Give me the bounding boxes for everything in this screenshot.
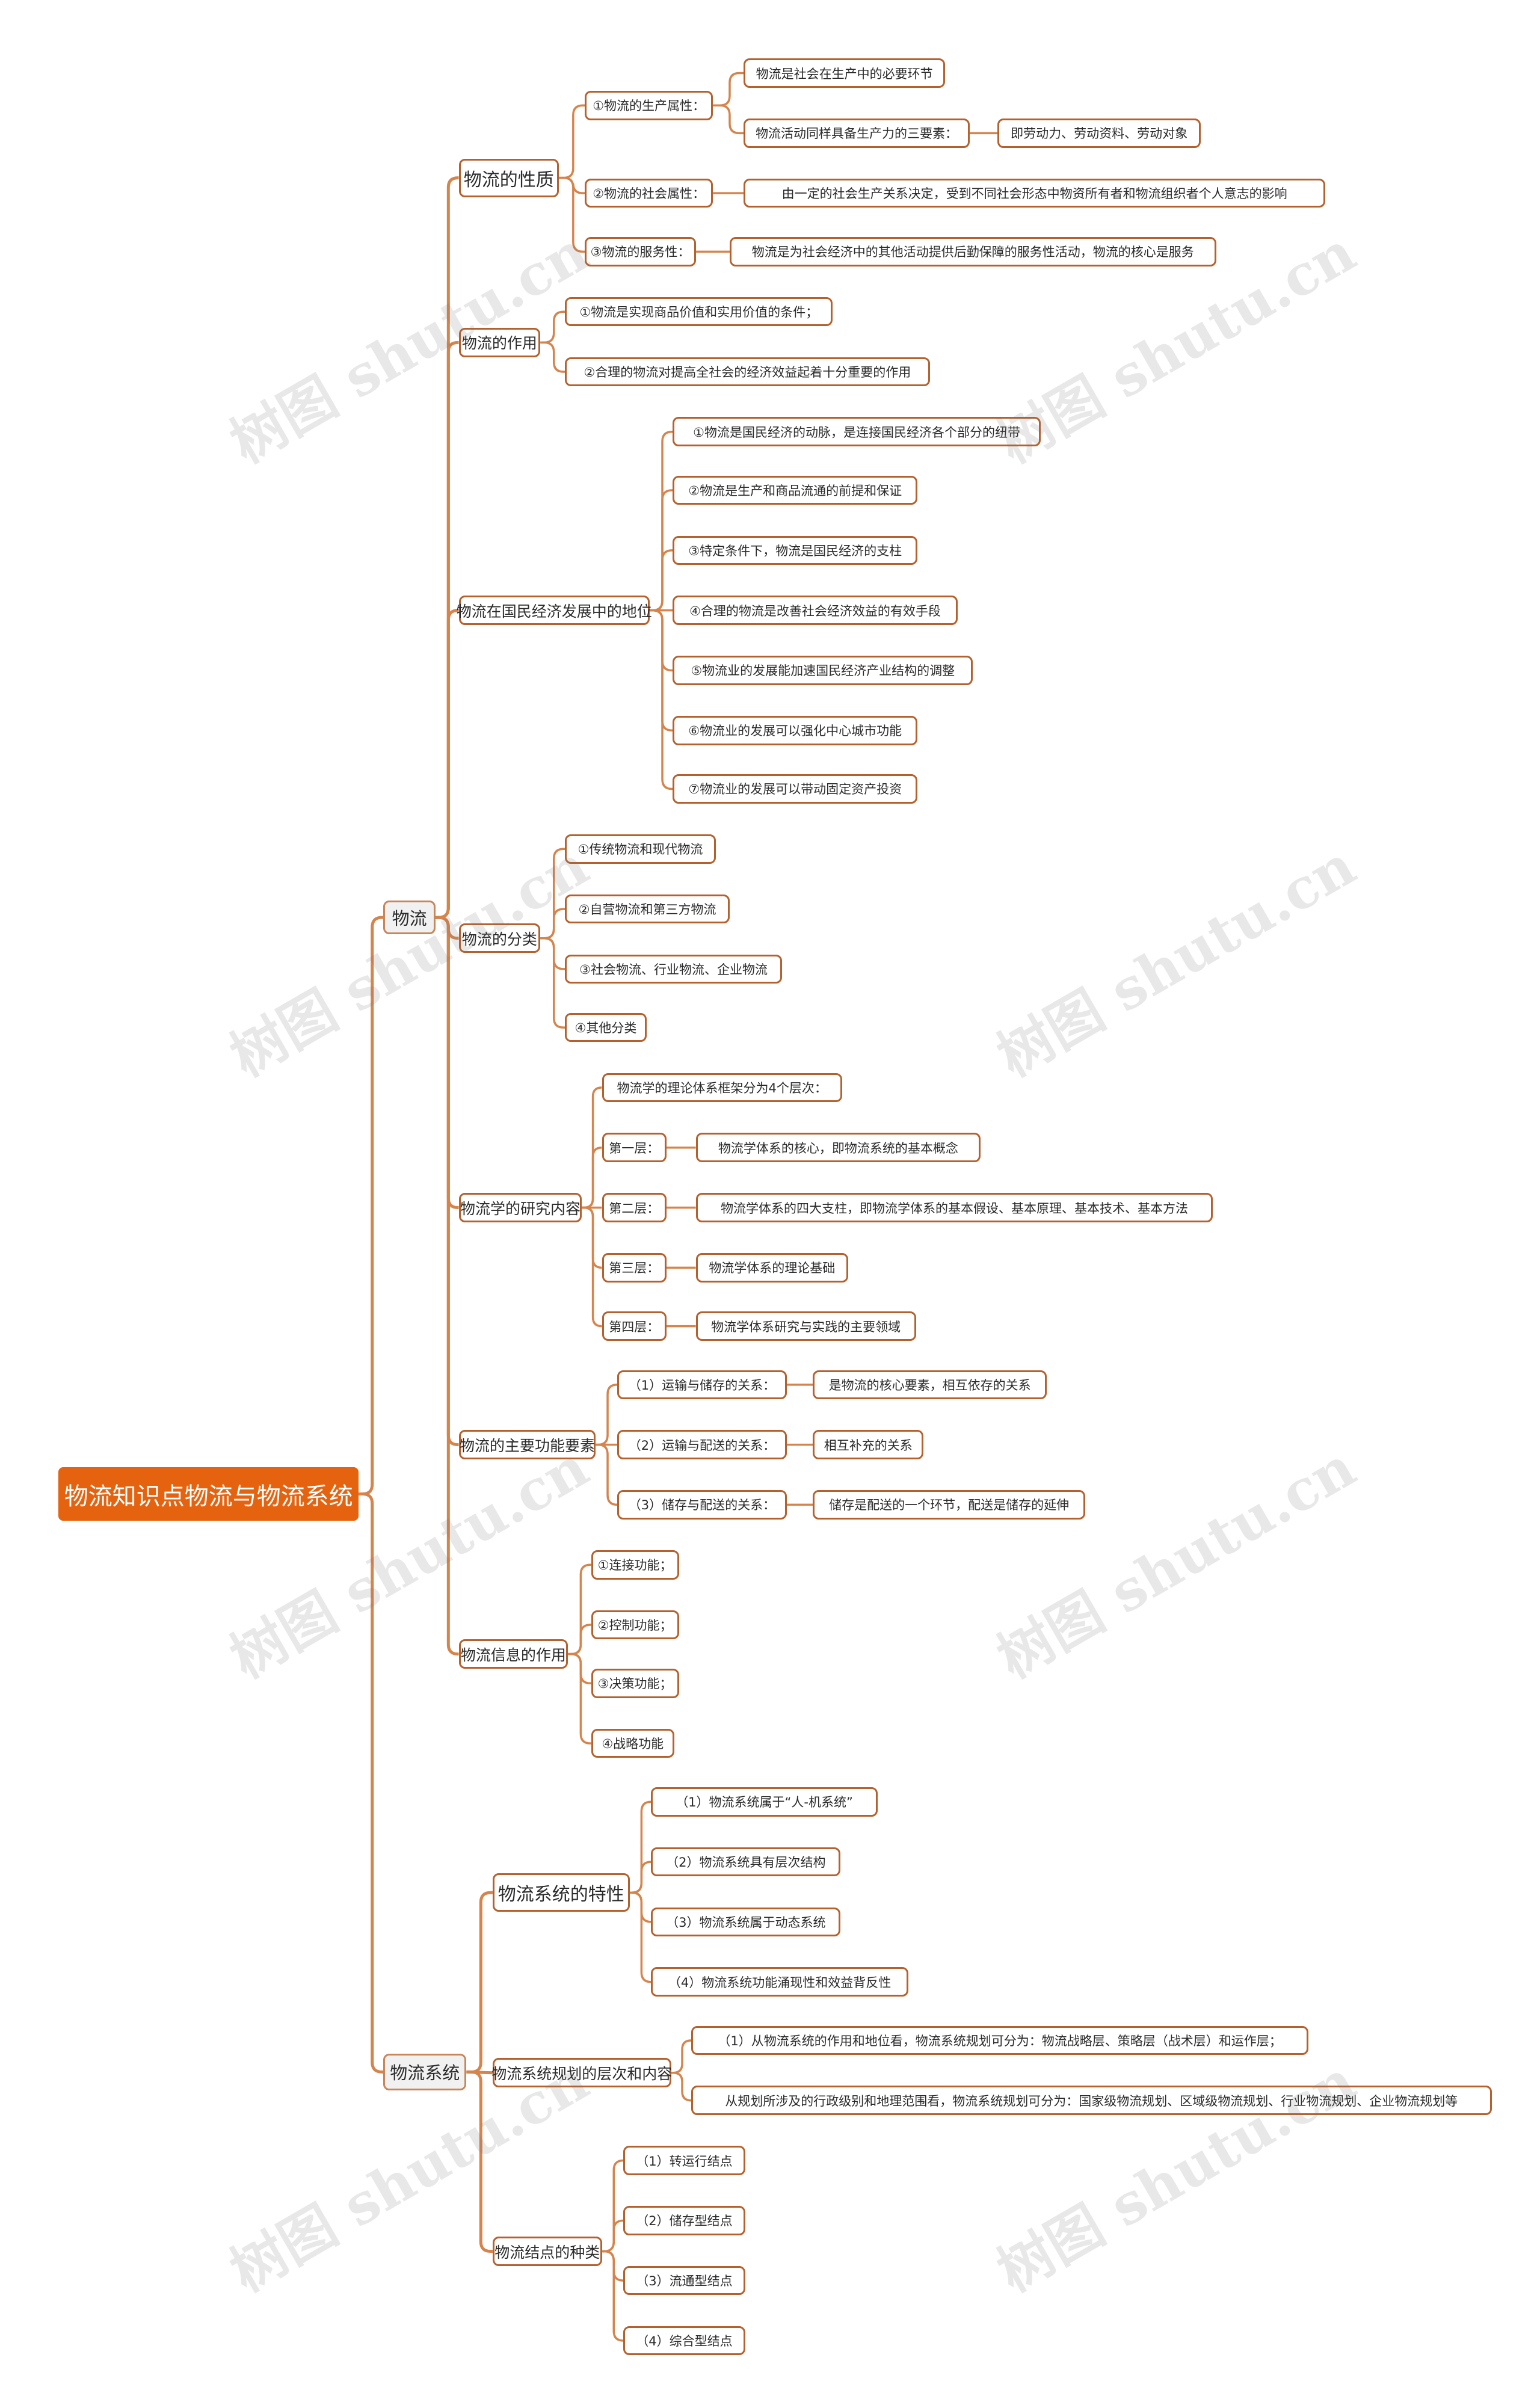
xinxi-item[interactable]: ④战略功能 <box>591 1728 674 1758</box>
diwei-item[interactable]: ⑦物流业的发展可以带动固定资产投资 <box>673 774 918 804</box>
xingzhi-shengchan[interactable]: ①物流的生产属性： <box>585 90 713 120</box>
connector-line <box>602 2159 624 2253</box>
connector-line <box>359 1492 384 2074</box>
connector-line <box>540 310 565 344</box>
connector-line <box>568 1563 591 1655</box>
diwei-item[interactable]: ⑤物流业的发展能加速国民经济产业结构的调整 <box>673 656 973 685</box>
topic-wuliu[interactable]: 物流 <box>383 901 436 935</box>
diwei-item[interactable]: ④合理的物流是改善社会经济效益的有效手段 <box>673 596 958 625</box>
xinxi-item[interactable]: ③决策功能； <box>591 1668 679 1698</box>
topic-fenlei[interactable]: 物流的分类 <box>458 923 541 953</box>
xingzhi-fuwu[interactable]: ③物流的服务性： <box>585 237 696 266</box>
yaosu-relation-desc[interactable]: 储存是配送的一个环节，配送是储存的延伸 <box>813 1490 1086 1520</box>
fenlei-item[interactable]: ②自营物流和第三方物流 <box>565 894 730 924</box>
xingzhi-shengchan-a[interactable]: 物流是社会在生产中的必要环节 <box>743 58 946 88</box>
connector-line <box>602 2250 624 2342</box>
connector-line <box>671 2071 692 2102</box>
connector-line <box>540 908 565 940</box>
jiedian-item[interactable]: （1）转运行结点 <box>623 2146 745 2175</box>
topic-wuliu-xitong[interactable]: 物流系统 <box>383 2053 467 2091</box>
connector-line <box>359 916 384 1496</box>
root-topic[interactable]: 物流知识点物流与物流系统 <box>58 1467 359 1521</box>
jiedian-item[interactable]: （2）储存型结点 <box>623 2206 745 2235</box>
jiedian-item[interactable]: （4）综合型结点 <box>623 2326 745 2356</box>
connector-line <box>596 1443 618 1506</box>
yaosu-relation-desc[interactable]: 是物流的核心要素，相互依存的关系 <box>813 1370 1047 1400</box>
connector-line <box>649 609 673 672</box>
zuoyong-item[interactable]: ②合理的物流对提高全社会的经济效益起着十分重要的作用 <box>565 357 930 387</box>
yanjiu-level-desc[interactable]: 物流学体系研究与实践的主要领域 <box>695 1311 916 1341</box>
texing-item[interactable]: （1）物流系统属于“人-机系统” <box>651 1787 878 1817</box>
topic-diwei[interactable]: 物流在国民经济发展中的地位 <box>457 596 652 625</box>
yanjiu-level[interactable]: 第三层： <box>602 1253 667 1283</box>
connector-line <box>466 2070 493 2253</box>
connector-line <box>436 916 459 1656</box>
yanjiu-level-desc[interactable]: 物流学体系的核心，即物流系统的基本概念 <box>695 1133 981 1163</box>
diwei-item[interactable]: ②物流是生产和商品流通的前提和保证 <box>673 475 918 505</box>
xinxi-item[interactable]: ①连接功能； <box>591 1550 679 1580</box>
connector-line <box>712 104 744 135</box>
topic-zuoyong[interactable]: 物流的作用 <box>458 328 541 357</box>
guihua-item[interactable]: （1）从物流系统的作用和地位看，物流系统规划可分为：物流战略层、策略层（战术层）… <box>691 2025 1309 2056</box>
yanjiu-intro[interactable]: 物流学的理论体系框架分为4个层次： <box>602 1073 842 1103</box>
yaosu-relation[interactable]: （3）储存与配送的关系： <box>617 1490 787 1520</box>
topic-xingzhi[interactable]: 物流的性质 <box>458 158 559 197</box>
texing-item[interactable]: （2）物流系统具有层次结构 <box>651 1847 841 1877</box>
xingzhi-shengchan-b[interactable]: 物流活动同样具备生产力的三要素： <box>743 119 970 148</box>
yanjiu-level-desc[interactable]: 物流学体系的理论基础 <box>695 1253 848 1283</box>
connector-line <box>540 341 565 373</box>
xingzhi-shehui[interactable]: ②物流的社会属性： <box>585 178 713 208</box>
connector-line <box>582 1146 602 1209</box>
yanjiu-level-desc[interactable]: 物流学体系的四大支柱，即物流学体系的基本假设、基本原理、基本技术、基本方法 <box>695 1193 1213 1222</box>
connector-line <box>558 176 585 253</box>
diwei-item[interactable]: ①物流是国民经济的动脉，是连接国民经济各个部分的纽带 <box>673 417 1041 447</box>
connector-line <box>649 609 673 790</box>
diwei-item[interactable]: ③特定条件下，物流是国民经济的支柱 <box>673 535 918 565</box>
topic-jiedian[interactable]: 物流结点的种类 <box>492 2237 602 2266</box>
yanjiu-level[interactable]: 第一层： <box>602 1133 667 1163</box>
fenlei-item[interactable]: ③社会物流、行业物流、企业物流 <box>565 954 782 984</box>
texing-item[interactable]: （3）物流系统属于动态系统 <box>651 1907 841 1937</box>
topic-xinxi[interactable]: 物流信息的作用 <box>458 1639 568 1669</box>
diwei-item[interactable]: ⑥物流业的发展可以强化中心城市功能 <box>673 715 918 745</box>
connector-line <box>629 1800 651 1894</box>
connector-line <box>649 431 673 612</box>
connector-line <box>558 104 585 179</box>
topic-yaosu[interactable]: 物流的主要功能要素 <box>458 1430 596 1459</box>
jiedian-item[interactable]: （3）流通型结点 <box>623 2265 745 2296</box>
zuoyong-item[interactable]: ①物流是实现商品价值和实用价值的条件； <box>565 297 833 327</box>
connector-line <box>568 1652 591 1745</box>
xingzhi-fuwu-a[interactable]: 物流是为社会经济中的其他活动提供后勤保障的服务性活动，物流的核心是服务 <box>729 237 1216 266</box>
connector-line <box>602 2219 624 2253</box>
guihua-item[interactable]: 从规划所涉及的行政级别和地理范围看，物流系统规划可分为：国家级物流规划、区域级物… <box>691 2086 1492 2116</box>
yaosu-relation-desc[interactable]: 相互补充的关系 <box>813 1430 924 1459</box>
connector-line <box>712 72 744 107</box>
connector-line <box>436 609 459 919</box>
connector-line <box>596 1384 618 1446</box>
yaosu-relation[interactable]: （2）运输与配送的关系： <box>617 1430 787 1459</box>
topic-guihua[interactable]: 物流系统规划的层次和内容 <box>491 2058 672 2087</box>
xinxi-item[interactable]: ②控制功能； <box>591 1610 679 1640</box>
xingzhi-shehui-a[interactable]: 由一定的社会生产关系决定，受到不同社会形态中物资所有者和物流组织者个人意志的影响 <box>743 178 1326 208</box>
connector-line <box>466 1891 493 2074</box>
connector-line <box>540 937 565 1029</box>
connector-line <box>649 549 673 612</box>
connector-line <box>671 2039 692 2074</box>
xingzhi-shengchan-b1[interactable]: 即劳动力、劳动资料、劳动对象 <box>997 119 1201 148</box>
texing-item[interactable]: （4）物流系统功能涌现性和效益背反性 <box>651 1967 908 1997</box>
fenlei-item[interactable]: ④其他分类 <box>565 1012 647 1042</box>
connector-line <box>582 1206 602 1328</box>
yanjiu-level[interactable]: 第四层： <box>602 1311 667 1341</box>
topic-texing[interactable]: 物流系统的特性 <box>492 1873 630 1912</box>
topic-yanjiu[interactable]: 物流学的研究内容 <box>458 1193 582 1222</box>
yanjiu-level[interactable]: 第二层： <box>602 1193 667 1222</box>
connector-line <box>568 1624 591 1655</box>
connector-line <box>629 1861 651 1894</box>
yaosu-relation[interactable]: （1）运输与储存的关系： <box>617 1370 787 1400</box>
fenlei-item[interactable]: ①传统物流和现代物流 <box>565 834 716 864</box>
connector-line <box>629 1891 651 1983</box>
connector-line <box>540 848 565 940</box>
